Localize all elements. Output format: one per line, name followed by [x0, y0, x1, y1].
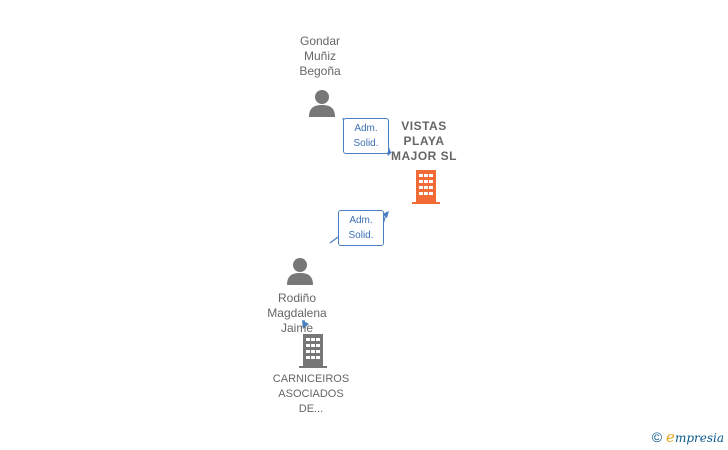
person-name-rodino[interactable]: Rodiño Magdalena Jaime	[267, 291, 327, 335]
person-name-gondar[interactable]: Gondar Muñiz Begoña	[299, 34, 341, 78]
company-name-vistas[interactable]: VISTAS PLAYA MAJOR SL	[390, 119, 457, 163]
relation-label[interactable]: Adm. Solid.	[343, 118, 389, 154]
relation-label[interactable]: Adm. Solid.	[338, 210, 384, 246]
brand-logo: empresia	[666, 428, 724, 446]
brand-name: mpresia	[674, 431, 724, 445]
brand-footer[interactable]: © empresia	[652, 428, 724, 446]
edge-arrowhead	[302, 320, 309, 329]
copyright-icon: ©	[651, 429, 663, 445]
person-icon[interactable]	[285, 256, 315, 286]
building-icon[interactable]	[297, 332, 329, 368]
brand-initial: e	[666, 428, 675, 446]
building-icon[interactable]	[410, 168, 442, 204]
person-icon[interactable]	[307, 88, 337, 118]
edge-arrowhead	[382, 211, 389, 218]
company-name-carniceiros[interactable]: CARNICEIROS ASOCIADOS DE...	[272, 373, 350, 415]
